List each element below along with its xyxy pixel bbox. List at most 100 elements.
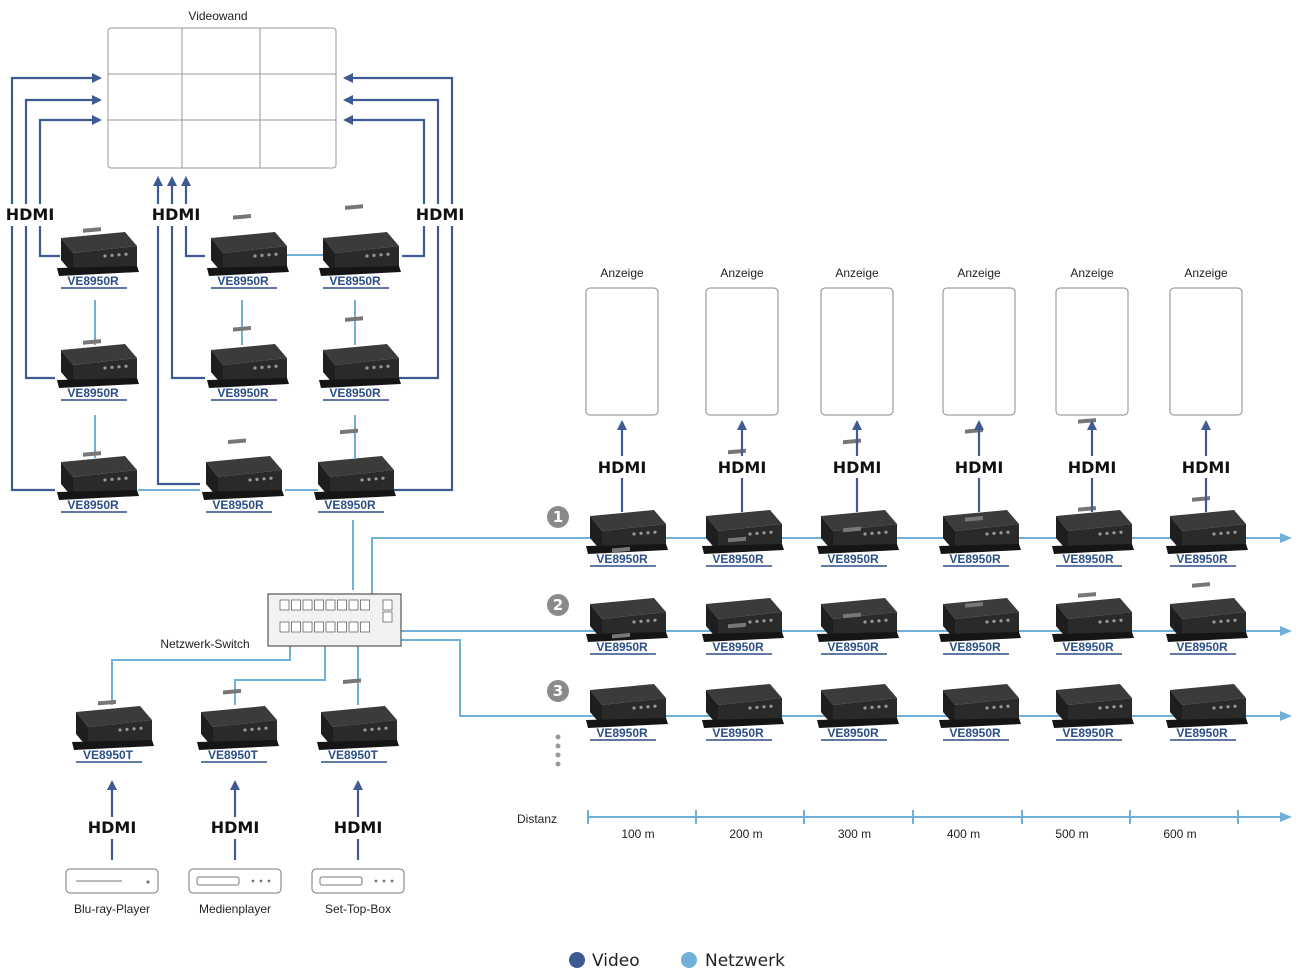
device-led bbox=[646, 531, 650, 535]
device-mount bbox=[1052, 632, 1134, 642]
device-led bbox=[1112, 619, 1116, 623]
device-model-label: VE8950T bbox=[83, 748, 134, 762]
device-side bbox=[706, 516, 718, 552]
device-led bbox=[1233, 618, 1237, 622]
distance-label: Distanz bbox=[517, 812, 557, 826]
device-side bbox=[1170, 604, 1182, 640]
distance-tick-label: 200 m bbox=[729, 827, 762, 841]
device-model-label: VE8950R bbox=[1176, 640, 1228, 654]
device-side bbox=[1056, 604, 1068, 640]
hdmi-label-right: HDMI bbox=[416, 205, 465, 224]
display-hdmi-label: HDMI bbox=[1068, 458, 1117, 477]
device-led bbox=[386, 364, 390, 368]
device-led bbox=[769, 530, 773, 534]
indicator-dot bbox=[267, 879, 271, 883]
device-mount bbox=[57, 490, 139, 500]
display-monitor bbox=[820, 287, 894, 416]
wall-hdmi-links bbox=[10, 73, 454, 492]
ve8950r-receiver: VE8950R bbox=[702, 448, 784, 567]
device-led bbox=[110, 253, 114, 257]
device-led bbox=[386, 252, 390, 256]
device-model-label: VE8950R bbox=[596, 552, 648, 566]
device-top bbox=[706, 598, 782, 619]
device-led bbox=[863, 620, 867, 624]
device-side bbox=[1056, 690, 1068, 726]
device-top bbox=[821, 510, 897, 531]
device-led bbox=[365, 366, 369, 370]
device-side bbox=[318, 462, 330, 498]
distance-tick-label: 300 m bbox=[838, 827, 871, 841]
device-led bbox=[117, 365, 121, 369]
device-led bbox=[992, 619, 996, 624]
hdmi-label-bg bbox=[152, 204, 200, 226]
device-model-label: VE8950R bbox=[827, 726, 879, 740]
device-mount bbox=[57, 266, 139, 276]
network-switch bbox=[267, 593, 402, 647]
device-mount bbox=[207, 266, 289, 276]
source-hdmi-label: HDMI bbox=[88, 818, 137, 837]
device-led bbox=[877, 619, 881, 623]
device-side bbox=[821, 604, 833, 640]
device-led bbox=[985, 620, 989, 624]
device-led bbox=[377, 727, 381, 731]
display-hdmi-label: HDMI bbox=[1182, 458, 1231, 477]
device-led bbox=[1006, 618, 1010, 622]
device-model-label: VE8950R bbox=[329, 274, 381, 288]
device-top bbox=[323, 344, 399, 365]
device-model-label: VE8950T bbox=[328, 748, 379, 762]
device-led bbox=[274, 252, 278, 256]
front-slot bbox=[319, 876, 363, 886]
ve8950r-receiver: VE8950R bbox=[586, 632, 668, 741]
device-display-panel bbox=[83, 339, 101, 345]
device-led bbox=[748, 532, 752, 536]
device-led bbox=[762, 619, 766, 623]
device-led bbox=[769, 704, 773, 708]
device-mount bbox=[702, 544, 784, 554]
device-led bbox=[250, 727, 254, 732]
device-side bbox=[61, 462, 73, 498]
device-led bbox=[379, 253, 383, 257]
device-side bbox=[323, 350, 335, 386]
device-side bbox=[590, 690, 602, 726]
display-label: Anzeige bbox=[1070, 266, 1114, 280]
device-led bbox=[1119, 704, 1123, 708]
device-model-label: VE8950R bbox=[712, 726, 764, 740]
source-hdmi-label: HDMI bbox=[211, 818, 260, 837]
device-led bbox=[243, 728, 247, 732]
device-led bbox=[374, 477, 378, 481]
switch-port bbox=[314, 621, 324, 633]
device-top bbox=[1170, 598, 1246, 619]
device-led bbox=[632, 620, 636, 624]
device-led bbox=[118, 728, 122, 732]
device-led bbox=[748, 620, 752, 624]
device-top bbox=[211, 344, 287, 365]
device-led bbox=[884, 530, 888, 534]
device-led bbox=[117, 253, 121, 257]
switch-label: Netzwerk-Switch bbox=[160, 637, 249, 651]
device-led bbox=[1226, 531, 1230, 535]
device-led bbox=[999, 619, 1003, 623]
device-led bbox=[110, 477, 114, 481]
display-monitor bbox=[1055, 287, 1129, 416]
switch-port bbox=[382, 611, 393, 623]
switch-port bbox=[302, 599, 313, 611]
device-model-label: VE8950R bbox=[329, 386, 381, 400]
device-led bbox=[985, 706, 989, 710]
device-led bbox=[1098, 706, 1102, 710]
device-led bbox=[264, 726, 268, 730]
device-led bbox=[267, 253, 271, 257]
device-side bbox=[76, 712, 88, 748]
device-top bbox=[61, 456, 137, 477]
device-top bbox=[1056, 510, 1132, 531]
display-hdmi-label: HDMI bbox=[955, 458, 1004, 477]
device-led bbox=[367, 477, 371, 481]
ve8950t-transmitter: VE8950T bbox=[72, 699, 154, 763]
source-label: Blu-ray-Player bbox=[74, 902, 150, 916]
device-side bbox=[1056, 516, 1068, 552]
device-led bbox=[762, 531, 766, 535]
device-side bbox=[706, 690, 718, 726]
device-led bbox=[1219, 619, 1223, 624]
device-led bbox=[1233, 704, 1237, 708]
display-hdmi-label: HDMI bbox=[718, 458, 767, 477]
